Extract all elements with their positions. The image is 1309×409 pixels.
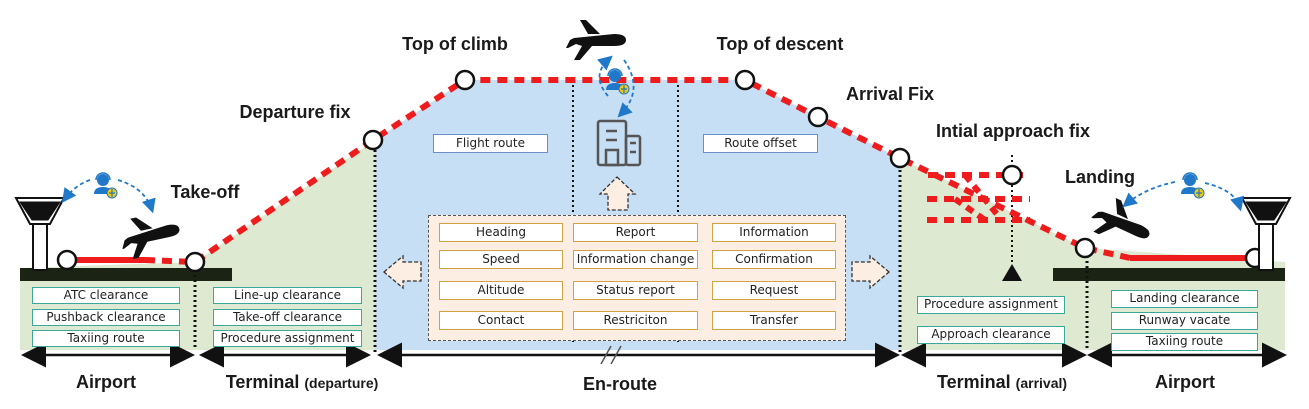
runway-arrival — [1053, 268, 1285, 281]
air-traffic-controller-icon — [93, 172, 118, 199]
item-taxiing-route-arrival: Taxiing route — [1111, 333, 1258, 351]
item-pushback-clearance: Pushback clearance — [32, 309, 180, 326]
message-contact: Contact — [439, 311, 563, 330]
message-information-change: Information change — [573, 250, 698, 269]
airplane-icon — [566, 20, 626, 60]
label-departure-fix: Departure fix — [239, 102, 350, 122]
section-airport-arrival: Airport — [1155, 372, 1215, 392]
label-top-of-climb: Top of climb — [402, 34, 508, 54]
item-route-offset: Route offset — [703, 134, 818, 153]
air-traffic-controller-icon — [1180, 172, 1205, 199]
item-approach-clearance: Approach clearance — [917, 326, 1065, 344]
section-en-route: En-route — [583, 374, 657, 394]
approach-fix-marker-icon — [1002, 264, 1022, 281]
label-take-off: Take-off — [171, 182, 241, 202]
message-information: Information — [712, 223, 836, 242]
waypoint-nodes — [56, 69, 1266, 273]
item-flight-route: Flight route — [433, 134, 548, 153]
runway-departure — [20, 268, 232, 281]
airplane-icon — [116, 209, 184, 261]
section-airport-departure: Airport — [76, 372, 136, 392]
section-terminal-arrival: Terminal (arrival) — [937, 372, 1067, 392]
item-landing-clearance: Landing clearance — [1111, 290, 1258, 308]
item-take-off-clearance: Take-off clearance — [213, 309, 362, 326]
label-initial-approach-fix: Intial approach fix — [936, 121, 1090, 141]
item-runway-vacate: Runway vacate — [1111, 312, 1258, 330]
item-procedure-assignment: Procedure assignment — [213, 330, 362, 347]
message-altitude: Altitude — [439, 281, 563, 300]
label-arrival-fix: Arrival Fix — [846, 84, 934, 104]
message-speed: Speed — [439, 250, 563, 269]
building-icon — [596, 119, 642, 167]
message-request: Request — [712, 281, 836, 300]
message-transfer: Transfer — [712, 311, 836, 330]
communication-arrows — [61, 55, 1245, 214]
item-line-up-clearance: Line-up clearance — [213, 287, 362, 304]
item-taxiing-route: Taxiing route — [32, 330, 180, 347]
hollow-arrow-icon — [382, 176, 891, 290]
item-atc-clearance: ATC clearance — [32, 287, 180, 304]
message-confirmation: Confirmation — [712, 250, 836, 269]
message-restriction: Restriciton — [573, 311, 698, 330]
label-landing: Landing — [1065, 167, 1135, 187]
airplane-icon — [1086, 192, 1158, 254]
item-procedure-assignment-arrival: Procedure assignment — [917, 296, 1065, 314]
message-status-report: Status report — [573, 281, 698, 300]
section-terminal-departure: Terminal (departure) — [226, 372, 379, 392]
message-heading: Heading — [439, 223, 563, 242]
message-report: Report — [573, 223, 698, 242]
label-top-of-descent: Top of descent — [717, 34, 844, 54]
